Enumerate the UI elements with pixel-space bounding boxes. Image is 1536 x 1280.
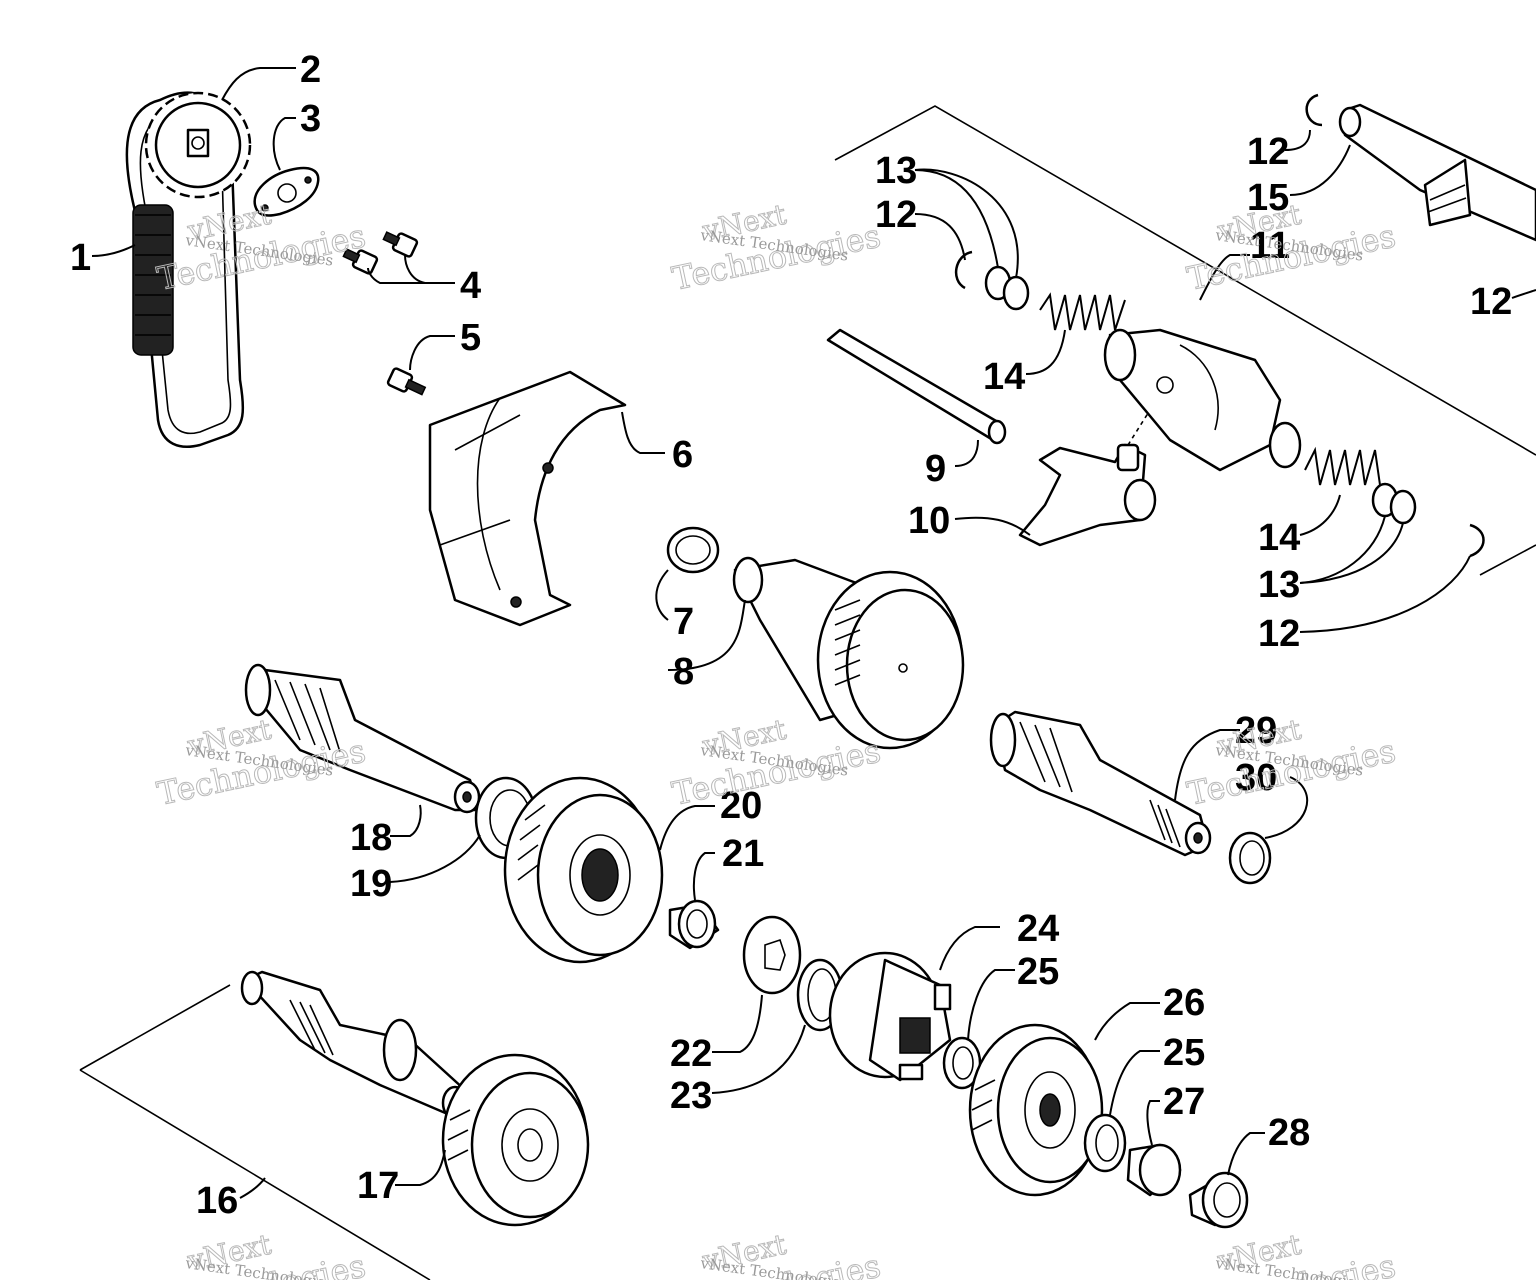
callout-4: 4 (460, 265, 481, 307)
callout-3: 3 (300, 98, 321, 140)
callout-19: 19 (350, 863, 392, 905)
spring-upper (1039, 292, 1126, 331)
callout-15: 15 (1247, 177, 1289, 219)
cap-screws (342, 231, 419, 275)
callout-6: 6 (672, 434, 693, 476)
spring-lower (1304, 446, 1381, 486)
callout-29: 29 (1235, 710, 1277, 752)
callout-9: 9 (925, 448, 946, 490)
callout-21: 21 (722, 833, 764, 875)
callout-10: 10 (908, 500, 950, 542)
callout-23: 23 (670, 1075, 712, 1117)
leader-lines (91, 67, 1536, 1199)
callout-14-b: 14 (1258, 517, 1300, 559)
shift-drum (1103, 328, 1302, 472)
secondary-shaft (989, 710, 1212, 857)
callout-2: 2 (300, 49, 321, 91)
callout-24: 24 (1017, 908, 1059, 950)
bushing (668, 899, 720, 950)
dog-clutch (828, 951, 952, 1082)
clip-and-washers-upper (954, 250, 1030, 311)
callout-13-b: 13 (1258, 564, 1300, 606)
chain-guard (428, 370, 627, 627)
clip-and-washers-lower (1371, 482, 1485, 558)
washer-lower (1083, 1113, 1127, 1173)
callout-numbers: 1 2 3 4 5 6 7 8 9 10 11 12 12 12 12 13 1… (70, 49, 1512, 1222)
output-shaft-gear (732, 556, 965, 750)
driven-gear (968, 1023, 1104, 1197)
callout-28: 28 (1268, 1112, 1310, 1154)
shift-fork (1018, 409, 1157, 547)
splined-washer (742, 915, 802, 995)
callout-27: 27 (1163, 1081, 1205, 1123)
input-shaft (244, 663, 482, 814)
callout-8: 8 (673, 651, 694, 693)
callout-7: 7 (673, 601, 694, 643)
drive-sprocket (144, 91, 252, 199)
callout-14-a: 14 (983, 356, 1025, 398)
callout-5: 5 (460, 317, 481, 359)
callout-20: 20 (720, 785, 762, 827)
callout-25-a: 25 (1017, 951, 1059, 993)
needle-bearing (1126, 1143, 1182, 1197)
callout-30: 30 (1235, 757, 1277, 799)
callout-17: 17 (357, 1165, 399, 1207)
callout-18: 18 (350, 817, 392, 859)
countershaft-assembly (240, 970, 590, 1227)
callout-12-d: 12 (1258, 613, 1300, 655)
callout-12-c: 12 (1470, 281, 1512, 323)
sprocket-lock-plate (253, 166, 320, 217)
group-outline-transmission (834, 105, 1536, 576)
callout-1: 1 (70, 237, 91, 279)
snap-ring-shaft (1228, 831, 1272, 885)
callout-13-a: 13 (875, 150, 917, 192)
screw (386, 367, 427, 396)
callout-16: 16 (196, 1180, 238, 1222)
shift-rail (826, 328, 1007, 445)
callout-22: 22 (670, 1033, 712, 1075)
washer-upper (942, 1036, 982, 1090)
callout-11: 11 (1250, 225, 1290, 267)
large-gear (503, 776, 664, 964)
callout-12-b: 12 (1247, 131, 1289, 173)
callout-25-b: 25 (1163, 1032, 1205, 1074)
group-outline-countershaft (79, 984, 431, 1280)
callout-12-a: 12 (875, 194, 917, 236)
shift-shaft (1305, 93, 1536, 242)
bearing-sleeve (1188, 1171, 1249, 1229)
snap-ring (666, 526, 720, 574)
callout-26: 26 (1163, 982, 1205, 1024)
